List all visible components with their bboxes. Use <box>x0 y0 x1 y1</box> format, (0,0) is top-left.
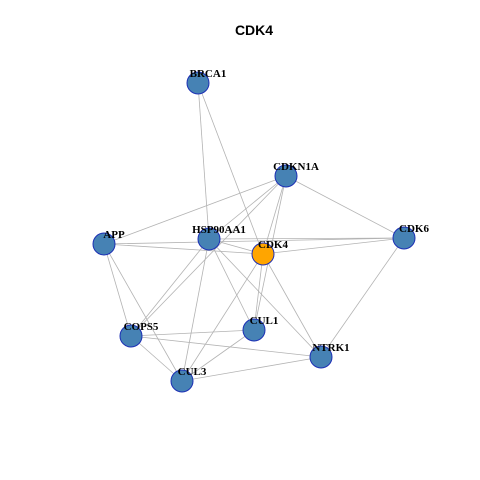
edge-cdk4-ntrk1 <box>262 253 322 358</box>
edge-hsp90aa1-cul1 <box>208 238 255 331</box>
graph-title: CDK4 <box>235 22 273 38</box>
node-cdk6 <box>392 226 416 250</box>
edge-cops5-cul1 <box>130 329 255 337</box>
edge-cops5-ntrk1 <box>130 335 322 358</box>
edge-layer <box>103 82 405 382</box>
edge-cdkn1a-app <box>103 175 287 245</box>
edge-app-cul3 <box>103 243 183 382</box>
edge-app-cdk6 <box>103 237 405 245</box>
edge-cdkn1a-cdk6 <box>285 175 405 239</box>
edge-cul1-cul3 <box>181 329 255 382</box>
edge-hsp90aa1-ntrk1 <box>208 238 322 358</box>
node-cdk4 <box>251 242 275 266</box>
edge-app-cops5 <box>103 243 132 337</box>
edge-hsp90aa1-cdk6 <box>208 237 405 240</box>
edge-cdkn1a-cops5 <box>130 175 287 337</box>
edge-cdk4-cul1 <box>253 253 264 331</box>
node-label-cdk4: CDK4 <box>258 239 288 251</box>
node-label-cdk6: CDK6 <box>399 223 429 235</box>
edge-cdkn1a-hsp90aa1 <box>208 175 287 240</box>
node-label-cdkn1a: CDKN1A <box>273 161 319 173</box>
node-label-app: APP <box>103 229 125 241</box>
node-layer <box>92 71 416 393</box>
edge-cdk6-ntrk1 <box>320 237 405 358</box>
node-cul3 <box>170 369 194 393</box>
node-app <box>92 232 116 256</box>
node-hsp90aa1 <box>197 227 221 251</box>
edge-hsp90aa1-cul3 <box>181 238 210 382</box>
edge-cul3-ntrk1 <box>181 356 322 382</box>
node-label-cul1: CUL1 <box>250 315 279 327</box>
node-label-brca1: BRCA1 <box>190 68 227 80</box>
node-cul1 <box>242 318 266 342</box>
node-label-cops5: COPS5 <box>124 321 159 333</box>
node-label-ntrk1: NTRK1 <box>312 342 349 354</box>
edge-brca1-hsp90aa1 <box>197 82 210 240</box>
node-label-cul3: CUL3 <box>178 366 207 378</box>
edge-brca1-cdk4 <box>197 82 264 255</box>
node-brca1 <box>186 71 210 95</box>
node-cdkn1a <box>274 164 298 188</box>
edge-app-cdk4 <box>103 243 264 255</box>
edge-cdk4-cdk6 <box>262 237 405 255</box>
node-ntrk1 <box>309 345 333 369</box>
node-cops5 <box>119 324 143 348</box>
edge-cdk4-cul3 <box>181 253 264 382</box>
edge-hsp90aa1-cops5 <box>130 238 210 337</box>
node-label-hsp90aa1: HSP90AA1 <box>192 224 246 236</box>
